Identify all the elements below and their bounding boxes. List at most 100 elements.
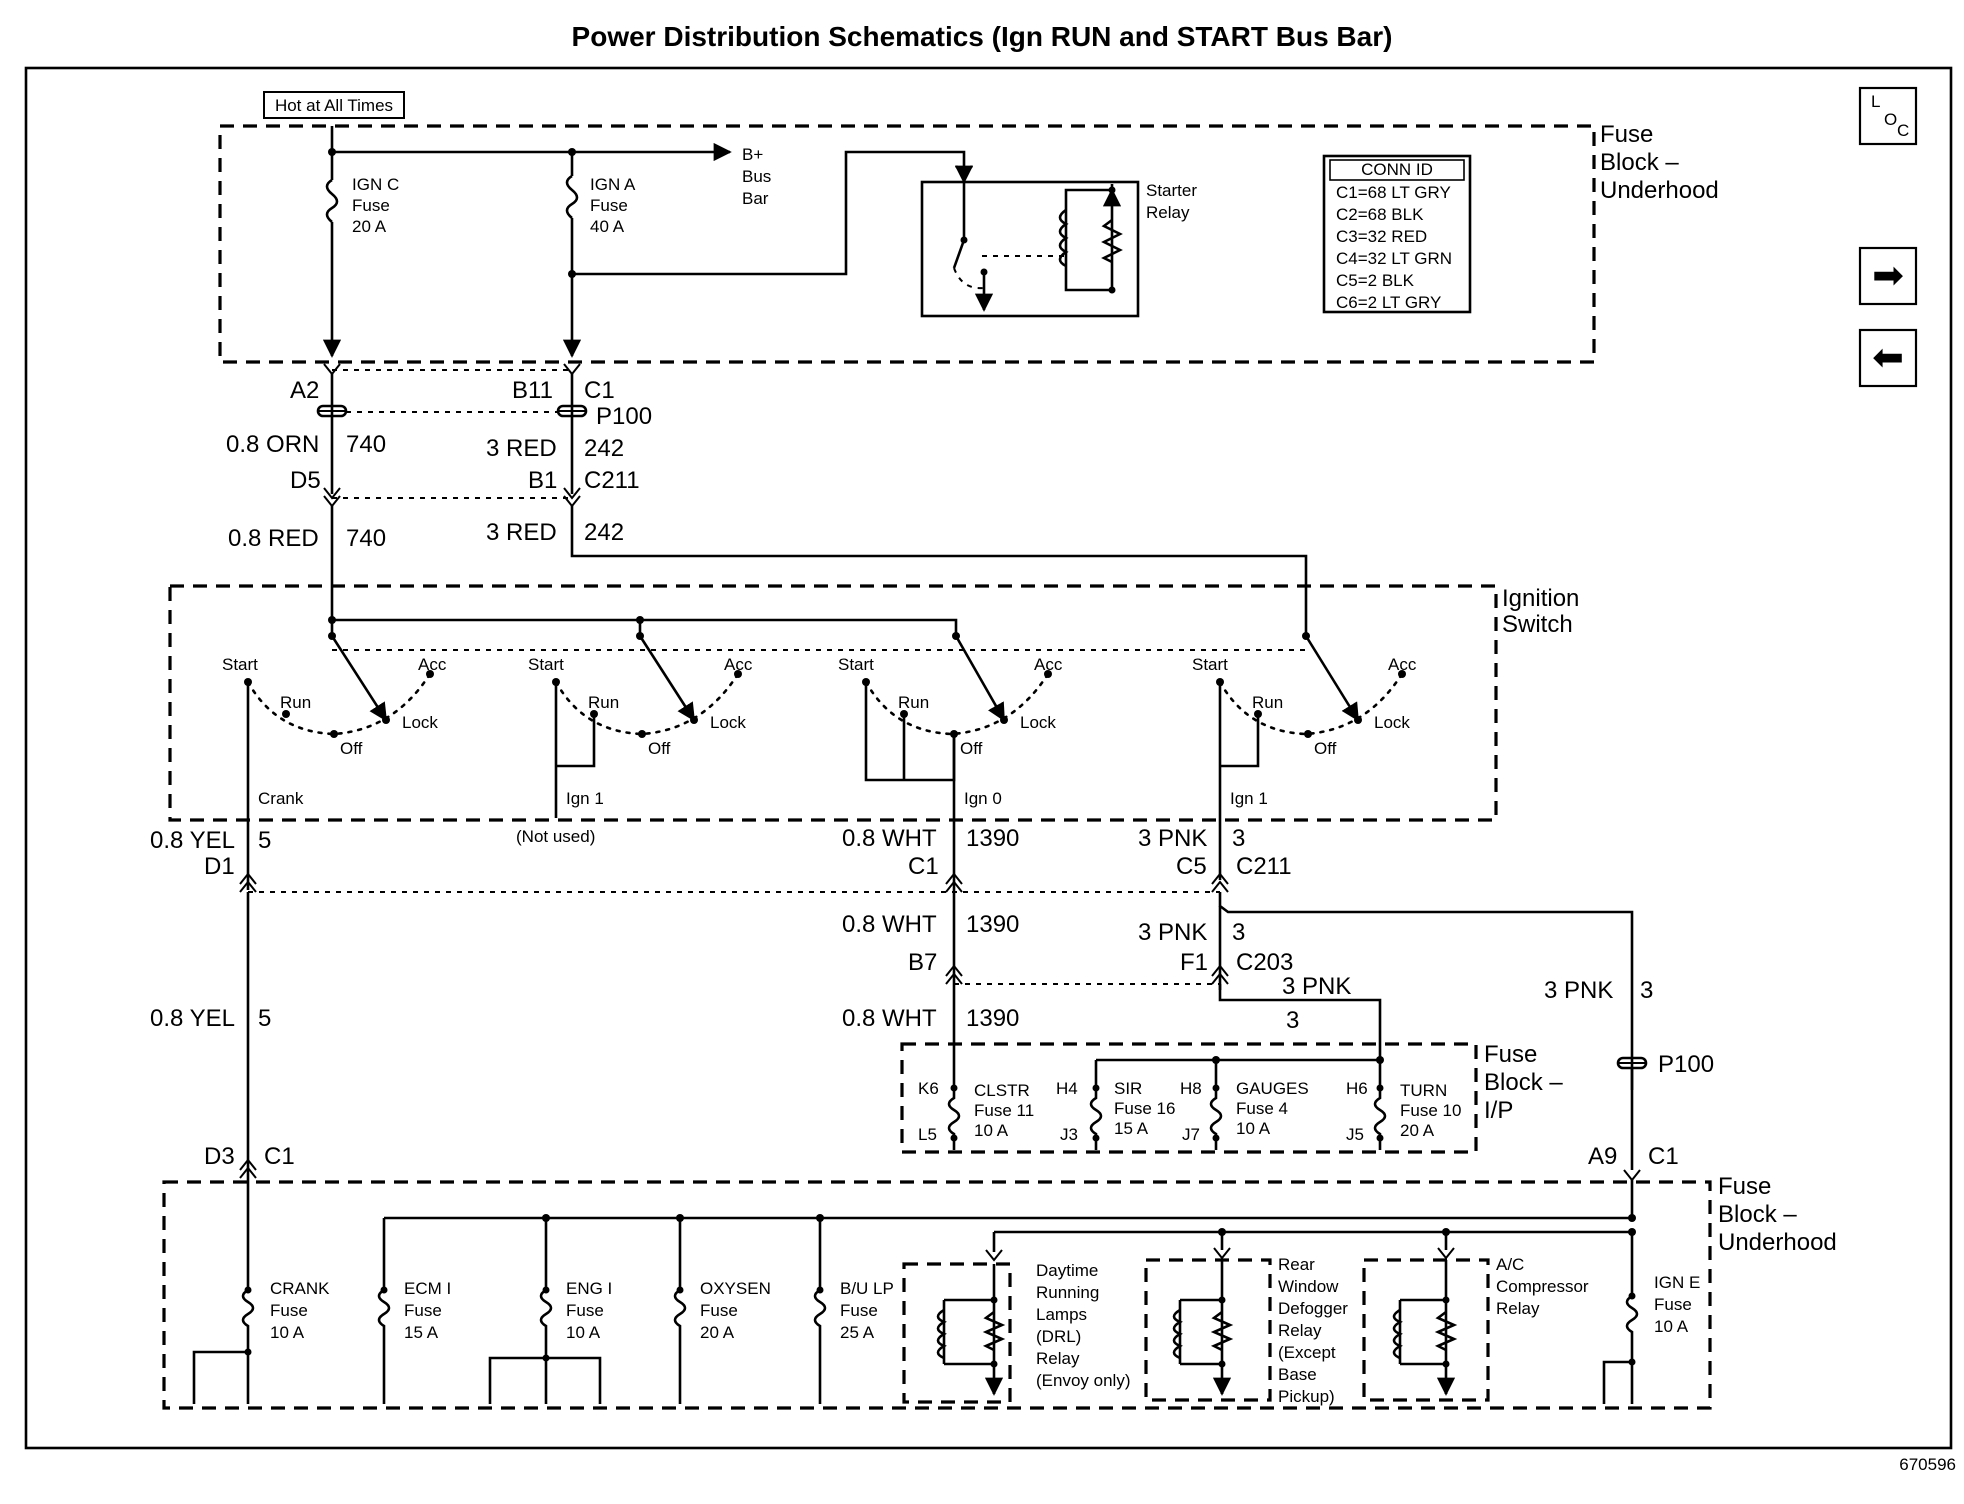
page-title: Power Distribution Schematics (Ign RUN a… (572, 21, 1393, 52)
fuse-block-underhood-bottom (162, 1180, 1712, 1410)
svg-text:(Except: (Except (1278, 1343, 1336, 1362)
svg-text:Rear: Rear (1278, 1255, 1315, 1274)
svg-text:25 A: 25 A (840, 1323, 875, 1342)
ign-c-fuse-label: IGN C Fuse 20 A (352, 175, 399, 236)
wire-wht-1390-a-circuit: 1390 (966, 825, 1019, 852)
svg-text:Lock: Lock (1374, 713, 1410, 732)
conn-id-row: C1=68 LT GRY (1336, 183, 1451, 202)
wire-pnk-3-d-circuit: 3 (1640, 977, 1653, 1004)
ignition-switch-section-2: Start Run Acc Lock Off Ign 1 (Not used) (516, 632, 753, 846)
wire-pnk-3-d-color: 3 PNK (1544, 977, 1613, 1004)
wire-orn-740-color: 0.8 ORN (226, 431, 319, 458)
svg-text:Acc: Acc (1034, 655, 1063, 674)
wire-wht-1390-b-color: 0.8 WHT (842, 911, 937, 938)
svg-text:H8: H8 (1180, 1079, 1202, 1098)
svg-text:Fuse: Fuse (700, 1301, 738, 1320)
starter-relay (920, 165, 1140, 318)
fuse-block-ip-label: Fuse Block – I/P (1484, 1041, 1563, 1124)
svg-text:Fuse 11: Fuse 11 (974, 1101, 1034, 1120)
svg-text:15 A: 15 A (404, 1323, 439, 1342)
connector-f1: F1 (1180, 949, 1208, 976)
svg-text:Block –: Block – (1600, 149, 1679, 176)
svg-text:Ign 1: Ign 1 (1230, 789, 1268, 808)
wire-wht-1390-c-circuit: 1390 (966, 1005, 1019, 1032)
bottom-fuse-ecm-i: ECM I Fuse 15 A (377, 1218, 451, 1404)
conn-id-row: C3=32 RED (1336, 227, 1427, 246)
svg-text:10 A: 10 A (270, 1323, 305, 1342)
svg-text:Block –: Block – (1484, 1069, 1563, 1096)
svg-text:Switch: Switch (1502, 611, 1573, 638)
connector-p100-top: P100 (596, 403, 652, 430)
ignition-switch-section-3: Start Run Acc Lock Off Ign 0 (838, 632, 1063, 1080)
svg-text:Lock: Lock (710, 713, 746, 732)
svg-text:Pickup): Pickup) (1278, 1387, 1335, 1406)
page-id: 670596 (1899, 1455, 1956, 1474)
svg-text:Crank: Crank (258, 789, 304, 808)
svg-text:GAUGES: GAUGES (1236, 1079, 1309, 1098)
loc-letter-l: L (1871, 92, 1880, 111)
svg-text:Fuse 4: Fuse 4 (1236, 1099, 1288, 1118)
svg-text:H4: H4 (1056, 1079, 1078, 1098)
ip-fuse-turn: H6 J5 TURN Fuse 10 20 A (1346, 1060, 1461, 1150)
bottom-fuse-eng-i: ENG I Fuse 10 A (488, 1218, 612, 1404)
next-page-button[interactable]: ➡ (1858, 246, 1918, 306)
svg-text:Underhood: Underhood (1600, 177, 1719, 204)
svg-text:Starter: Starter (1146, 181, 1197, 200)
connector-b7: B7 (908, 949, 937, 976)
svg-text:20 A: 20 A (700, 1323, 735, 1342)
relay-ac-compressor: A/C Compressor Relay (1362, 1228, 1589, 1402)
wire-red-242-b-circuit: 242 (584, 519, 624, 546)
svg-text:Lock: Lock (402, 713, 438, 732)
svg-text:I/P: I/P (1484, 1097, 1513, 1124)
connector-c1-top: C1 (584, 377, 615, 404)
svg-text:Compressor: Compressor (1496, 1277, 1589, 1296)
connector-c1-mid: C1 (908, 853, 939, 880)
svg-text:L5: L5 (918, 1125, 937, 1144)
svg-text:Fuse: Fuse (404, 1301, 442, 1320)
svg-text:Daytime: Daytime (1036, 1261, 1098, 1280)
svg-text:(Envoy only): (Envoy only) (1036, 1371, 1130, 1390)
svg-text:K6: K6 (918, 1079, 939, 1098)
svg-text:Fuse: Fuse (840, 1301, 878, 1320)
loc-letter-c: C (1897, 121, 1909, 140)
svg-text:10 A: 10 A (1236, 1119, 1271, 1138)
svg-text:Lamps: Lamps (1036, 1305, 1087, 1324)
arrow-right-icon: ➡ (1872, 255, 1904, 297)
svg-text:B+: B+ (742, 145, 763, 164)
wire-yel-5-a-color: 0.8 YEL (150, 827, 235, 854)
fuse-block-underhood-bottom-label: Fuse Block – Underhood (1718, 1173, 1837, 1256)
loc-button[interactable]: L O C (1858, 86, 1918, 146)
wire-yel-5-a-circuit: 5 (258, 827, 271, 854)
connector-c211-mid: C211 (1236, 853, 1292, 880)
svg-text:Ign 1: Ign 1 (566, 789, 604, 808)
svg-text:Fuse: Fuse (1600, 121, 1653, 148)
svg-text:(DRL): (DRL) (1036, 1327, 1081, 1346)
svg-text:Ign 0: Ign 0 (964, 789, 1002, 808)
connector-c1-a9: C1 (1648, 1143, 1679, 1170)
connector-b1: B1 (528, 467, 557, 494)
svg-text:CLSTR: CLSTR (974, 1081, 1030, 1100)
svg-text:Relay: Relay (1146, 203, 1190, 222)
prev-page-button[interactable]: ⬅ (1858, 328, 1918, 388)
svg-text:Relay: Relay (1036, 1349, 1080, 1368)
conn-id-row: C5=2 BLK (1336, 271, 1415, 290)
svg-text:Block –: Block – (1718, 1201, 1797, 1228)
svg-text:Start: Start (528, 655, 564, 674)
not-used-label: (Not used) (516, 827, 595, 846)
svg-text:IGN A: IGN A (590, 175, 636, 194)
svg-text:TURN: TURN (1400, 1081, 1447, 1100)
wire-red-242-circuit: 242 (584, 435, 624, 462)
svg-text:Fuse: Fuse (566, 1301, 604, 1320)
svg-text:Fuse 16: Fuse 16 (1114, 1099, 1175, 1118)
connector-d3: D3 (204, 1143, 235, 1170)
ignition-switch-section-1: Start Run Acc Lock Off Crank (222, 620, 447, 890)
loc-letter-o: O (1884, 110, 1897, 129)
svg-text:Fuse 10: Fuse 10 (1400, 1101, 1461, 1120)
svg-text:Fuse: Fuse (1484, 1041, 1537, 1068)
ignition-switch-section-4: Start Run Acc Lock Off Ign 1 (1192, 632, 1417, 880)
wire-wht-1390-b-circuit: 1390 (966, 911, 1019, 938)
wire-yel-5-b-circuit: 5 (258, 1005, 271, 1032)
bottom-fuse-crank: CRANK Fuse 10 A (192, 1180, 330, 1404)
svg-text:10 A: 10 A (566, 1323, 601, 1342)
connector-d1: D1 (204, 853, 235, 880)
